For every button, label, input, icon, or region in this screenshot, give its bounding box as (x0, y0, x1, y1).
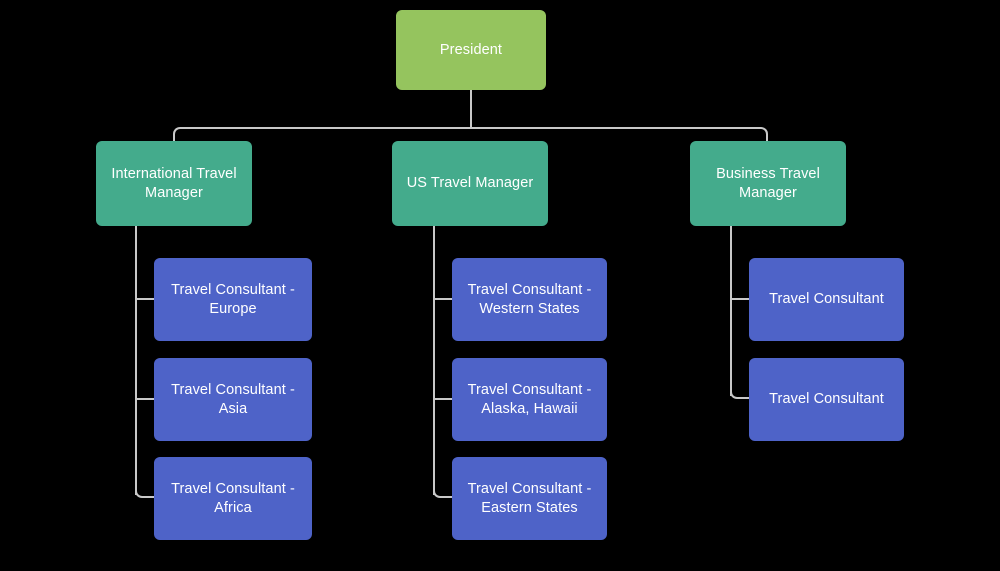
node-business-travel-manager[interactable]: Business Travel Manager (690, 141, 846, 226)
node-travel-consultant-asia[interactable]: Travel Consultant - Asia (154, 358, 312, 441)
node-travel-consultant-africa[interactable]: Travel Consultant - Africa (154, 457, 312, 540)
node-business-travel-manager-label: Business Travel Manager (716, 165, 820, 201)
connector-business-spine (730, 226, 732, 396)
connector-us-to-alaska (433, 398, 453, 400)
connector-international-spine (135, 226, 137, 495)
connector-international-to-africa (135, 470, 155, 498)
node-travel-consultant-business-1-label: Travel Consultant (769, 291, 884, 307)
node-international-travel-manager-label: International Travel Manager (111, 165, 237, 201)
node-travel-consultant-western-states[interactable]: Travel Consultant - Western States (452, 258, 607, 341)
node-travel-consultant-africa-label: Travel Consultant - Africa (171, 480, 295, 516)
connector-business-to-consultant-2 (730, 371, 750, 399)
connector-president-stem (470, 90, 472, 128)
connector-international-to-asia (135, 398, 155, 400)
node-travel-consultant-eastern-states[interactable]: Travel Consultant - Eastern States (452, 457, 607, 540)
node-travel-consultant-europe[interactable]: Travel Consultant - Europe (154, 258, 312, 341)
connector-international-to-europe (135, 298, 155, 300)
node-travel-consultant-western-states-label: Travel Consultant - Western States (467, 281, 592, 317)
connector-manager-bus (173, 127, 768, 142)
node-president[interactable]: President (396, 10, 546, 90)
node-travel-consultant-europe-label: Travel Consultant - Europe (171, 281, 295, 317)
node-travel-consultant-alaska-hawaii-label: Travel Consultant - Alaska, Hawaii (467, 381, 592, 417)
node-travel-consultant-business-2-label: Travel Consultant (769, 391, 884, 407)
node-president-label: President (439, 41, 503, 58)
node-us-travel-manager-label: US Travel Manager (406, 175, 534, 191)
node-us-travel-manager[interactable]: US Travel Manager (392, 141, 548, 226)
node-travel-consultant-asia-label: Travel Consultant - Asia (171, 381, 295, 417)
node-travel-consultant-eastern-states-label: Travel Consultant - Eastern States (467, 480, 592, 516)
node-travel-consultant-business-2[interactable]: Travel Consultant (749, 358, 904, 441)
connector-business-to-consultant-1 (730, 298, 750, 300)
connector-us-spine (433, 226, 435, 495)
connector-us-to-western (433, 298, 453, 300)
connector-us-to-eastern (433, 470, 453, 498)
node-travel-consultant-alaska-hawaii[interactable]: Travel Consultant - Alaska, Hawaii (452, 358, 607, 441)
node-international-travel-manager[interactable]: International Travel Manager (96, 141, 252, 226)
node-travel-consultant-business-1[interactable]: Travel Consultant (749, 258, 904, 341)
